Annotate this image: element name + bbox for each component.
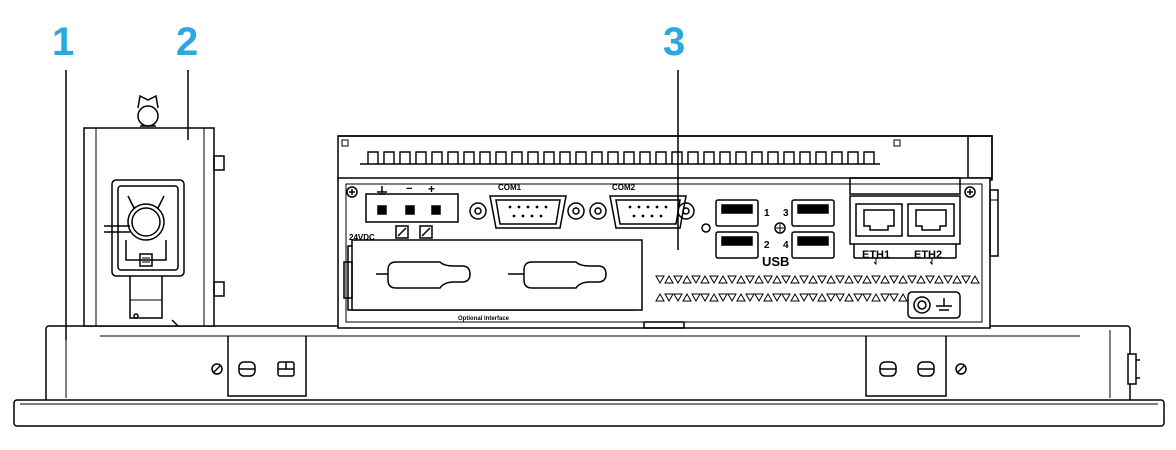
usb-port-4-label: 4 [783,240,789,251]
callout-3: 3 [663,20,686,64]
com2-connector [589,195,711,233]
com1-label: COM1 [498,183,522,192]
power-minus-label: − [406,183,412,195]
ventilation-grille [655,274,980,303]
bezel-clip-icon-3 [879,361,897,377]
bezel-frame [13,325,1165,427]
usb-label: USB [762,254,789,269]
com1-connector [469,195,585,229]
bezel-clip-icon-1 [238,361,256,377]
bezel-clip-icon-4 [917,361,935,377]
power-voltage-label: 24VDC [349,233,375,242]
corner-screw-icon-tl [346,186,358,198]
callout-2: 2 [176,20,199,64]
bezel-screw-icon-left [211,363,223,375]
bezel-screw-icon-right [955,363,967,375]
usb-center-icon [774,222,786,234]
bezel-clip-icon-2 [277,361,295,377]
ground-terminal-icon [907,291,961,319]
usb-port-3-label: 3 [783,208,789,219]
power-terminal-block [365,186,459,239]
holder-module [83,94,225,327]
callout-1: 1 [52,20,75,64]
usb-ports [715,199,835,259]
ethernet-ports [849,177,961,266]
corner-screw-icon-tr [964,186,976,198]
power-plus-label: + [428,182,435,196]
usb-port-1-label: 1 [764,208,770,219]
optional-interface-label: Optional Interface [458,316,510,322]
eth1-label: ETH1 [862,249,890,261]
eth2-label: ETH2 [914,249,942,261]
optional-interface-cover [343,239,643,311]
leader-lines [65,70,679,340]
heat-fins [360,151,880,165]
usb-port-2-label: 2 [764,240,770,251]
housing-holes [341,139,901,147]
com2-label: COM2 [612,183,636,192]
